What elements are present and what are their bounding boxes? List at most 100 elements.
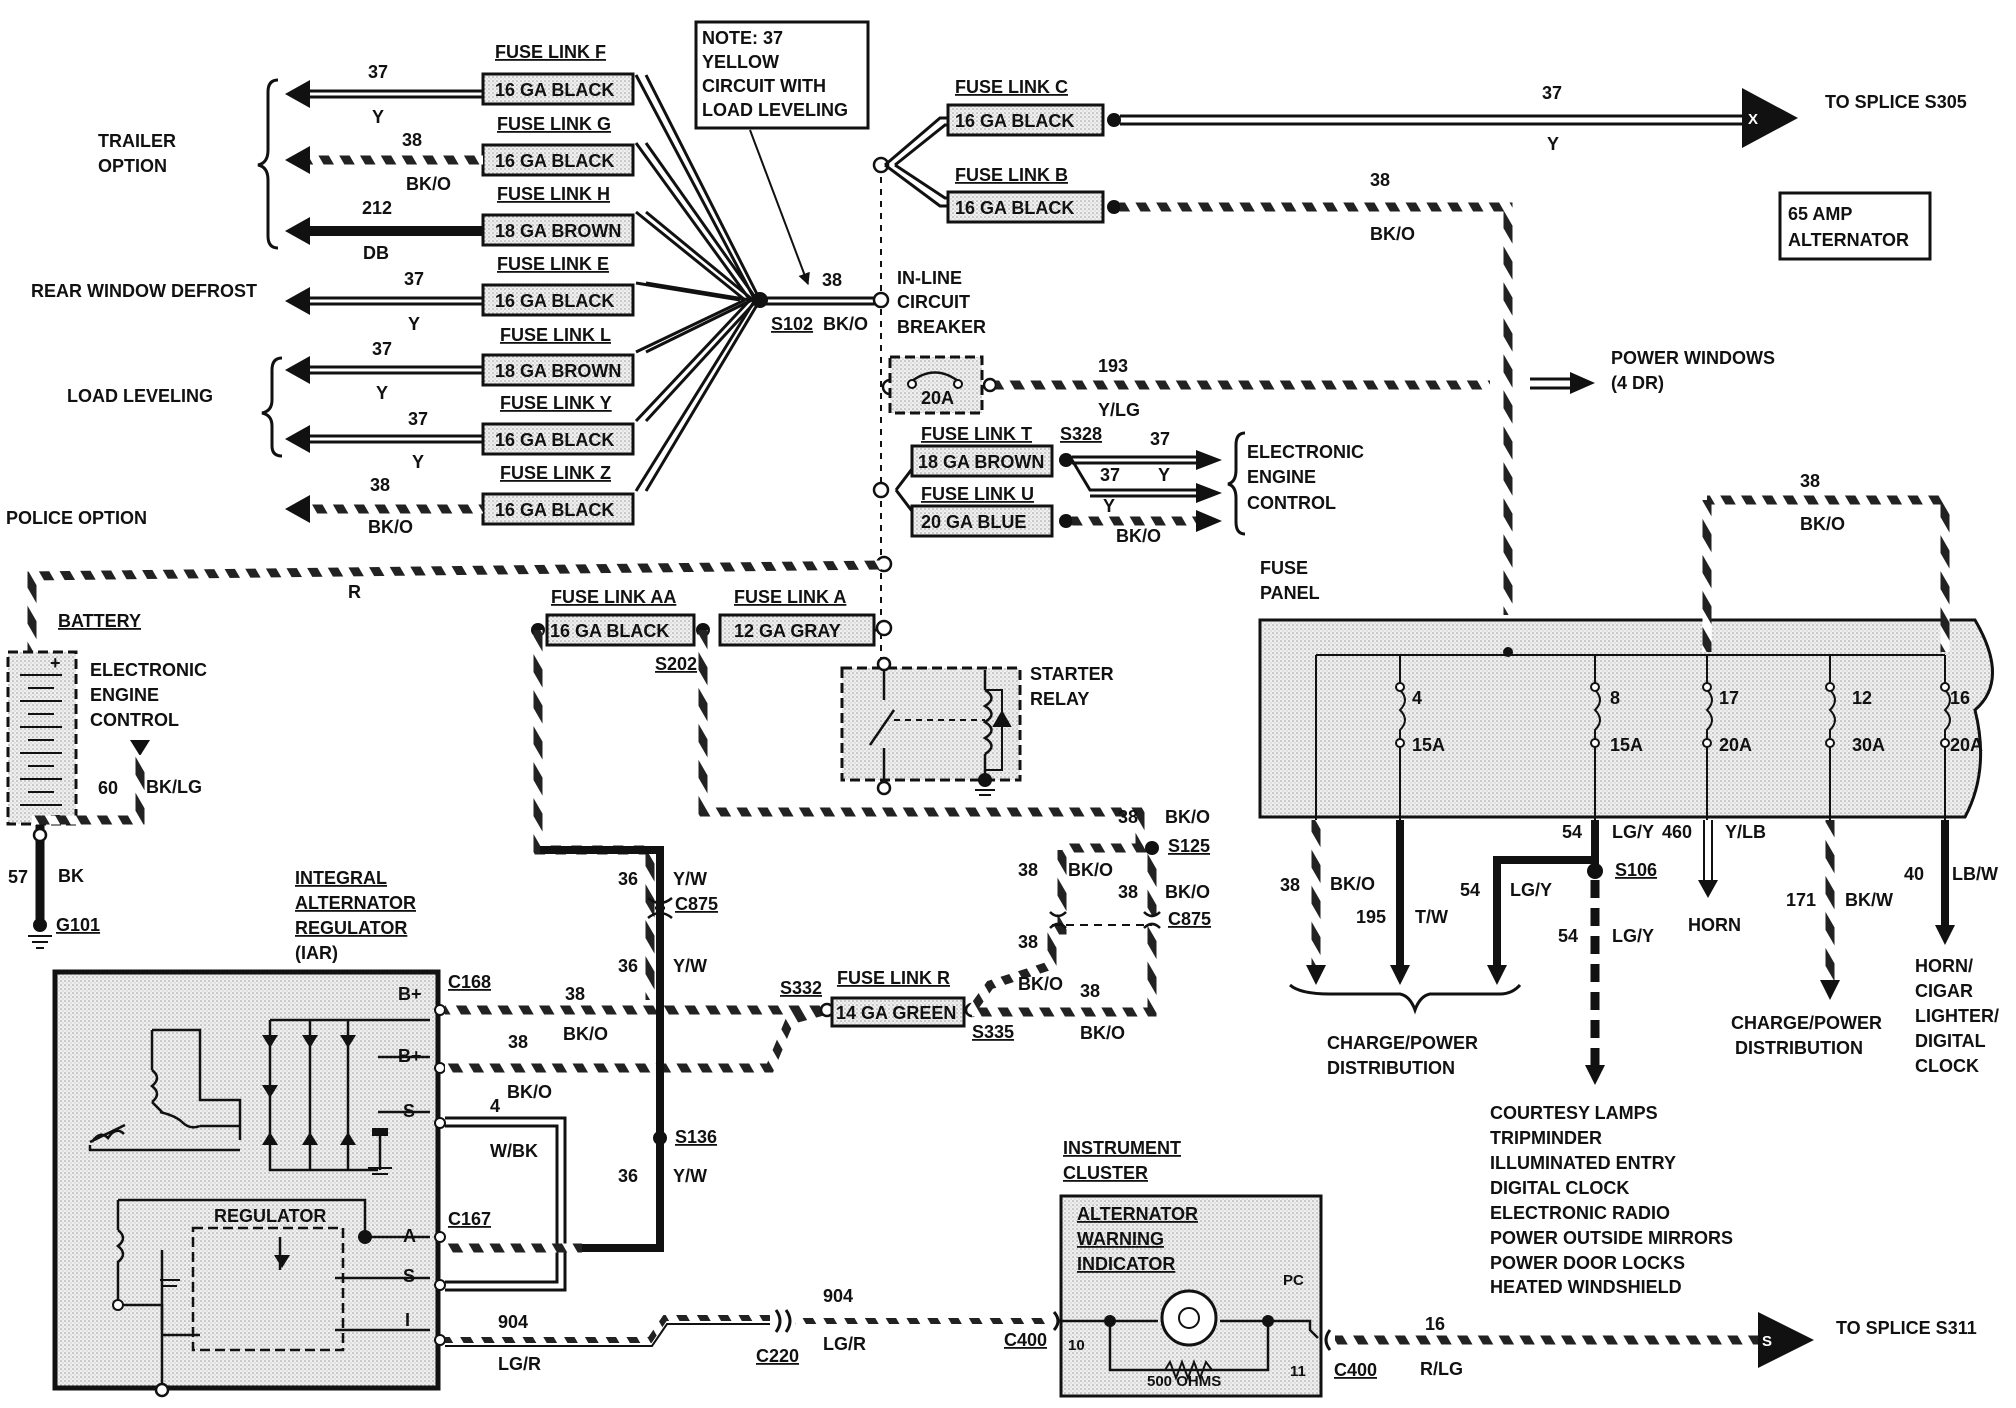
out-c54-b: 54 (1460, 880, 1480, 900)
mid-bko-a: BK/O (1068, 860, 1113, 880)
fuse-link-l: FUSE LINK L 18 GA BROWN 37 Y (285, 325, 635, 403)
c875-label: C875 (675, 894, 718, 914)
iar-bplus-circuit: 38 (565, 984, 585, 1004)
iar-pin-bplus-2: B+ (398, 1046, 422, 1066)
fuse-link-u-name: FUSE LINK U (921, 484, 1034, 504)
fuse-link-e: FUSE LINK E 16 GA BLACK 37 Y (285, 254, 635, 334)
fuse-17-amp: 20A (1719, 735, 1752, 755)
c220-label: C220 (756, 1346, 799, 1366)
fuse-link-c-b: FUSE LINK C 16 GA BLACK X 37 Y TO SPLICE… (884, 77, 1967, 615)
harness-fan (634, 74, 762, 492)
iar-pin-bplus-1: B+ (398, 984, 422, 1004)
battery-c60: 60 (98, 778, 118, 798)
pin-10-label: 10 (1068, 1337, 1085, 1354)
c36-bot: 36 (618, 1166, 638, 1186)
indicator-line-2: WARNING (1077, 1229, 1164, 1249)
mid-bko-c: BK/O (1018, 974, 1063, 994)
eec-y-a: Y (1158, 465, 1170, 485)
eec-fuse-links: FUSE LINK T 18 GA BROWN S328 37 37 Y FUS… (894, 424, 1364, 546)
s125-color: BK/O (1165, 807, 1210, 827)
load-leveling-brace (261, 356, 283, 458)
battery-wire-color: R (348, 582, 361, 602)
iar-bplus-color: BK/O (563, 1024, 608, 1044)
out-c460: 460 (1662, 822, 1692, 842)
fuse-link-r-gauge: 14 GA GREEN (836, 1003, 956, 1023)
horn-lighter-1: HORN/ (1915, 956, 1973, 976)
fuse-link-g: FUSE LINK G 16 GA BLACK 38 BK/O (285, 114, 635, 194)
cluster-rlg: R/LG (1420, 1359, 1463, 1379)
courtesy-7: POWER DOOR LOCKS (1490, 1253, 1685, 1273)
fuse-link-f: FUSE LINK F 16 GA BLACK 37 Y (285, 42, 635, 127)
eec-label-1: ELECTRONIC (1247, 442, 1364, 462)
cluster-title-2: CLUSTER (1063, 1163, 1148, 1183)
fuse-link-y-color: Y (412, 452, 424, 472)
s106-label: S106 (1615, 860, 1657, 880)
iar-pin-s-2: S (403, 1266, 415, 1286)
s-marker: S (1762, 1333, 1772, 1350)
panel-top-color: BK/O (1800, 514, 1845, 534)
fuse-link-y-gauge: 16 GA BLACK (495, 430, 614, 450)
breaker-color: Y/LG (1098, 400, 1140, 420)
fuse-link-z-color: BK/O (368, 517, 413, 537)
fuse-link-z-circuit: 38 (370, 475, 390, 495)
fuse-12-num: 12 (1852, 688, 1872, 708)
cluster-c16: 16 (1425, 1314, 1445, 1334)
courtesy-5: ELECTRONIC RADIO (1490, 1203, 1670, 1223)
iar-904-color: LG/R (498, 1354, 541, 1374)
fuse-link-f-name: FUSE LINK F (495, 42, 606, 62)
cluster-904-color: LG/R (823, 1334, 866, 1354)
horn-lighter-2: CIGAR (1915, 981, 1973, 1001)
fuse-link-c-name: FUSE LINK C (955, 77, 1068, 97)
rail-nodes (872, 156, 899, 637)
out-c54-a: 54 (1562, 822, 1582, 842)
battery (6, 650, 78, 826)
cluster-904-circuit: 904 (823, 1286, 853, 1306)
battery-plus: + (50, 653, 61, 673)
fuse-link-b-name: FUSE LINK B (955, 165, 1068, 185)
courtesy-1: COURTESY LAMPS (1490, 1103, 1658, 1123)
out-c40: 40 (1904, 864, 1924, 884)
fuse-link-c-gauge: 16 GA BLACK (955, 111, 1074, 131)
dist2-line-1: CHARGE/POWER (1731, 1013, 1882, 1033)
eec-circuit-37a: 37 (1150, 429, 1170, 449)
alternator-rating-line-1: 65 AMP (1788, 204, 1852, 224)
iar-title-4: (IAR) (295, 943, 338, 963)
warning-lamp (1160, 1289, 1218, 1347)
trailer-brace (257, 78, 279, 250)
courtesy-2: TRIPMINDER (1490, 1128, 1602, 1148)
out-lbw: LB/W (1952, 864, 1998, 884)
breaker-label-1: IN-LINE (897, 268, 962, 288)
fuse-link-a-gauge: 12 GA GRAY (734, 621, 841, 641)
fuse-link-b-color: BK/O (1370, 224, 1415, 244)
s102-circuit: 38 (822, 270, 842, 290)
starter-relay (840, 666, 1022, 782)
eec-circuit-37b: 37 (1100, 465, 1120, 485)
load-leveling-label: LOAD LEVELING (67, 386, 213, 406)
fuse-link-l-circuit: 37 (372, 339, 392, 359)
horn-lighter-3: LIGHTER/ (1915, 1006, 1999, 1026)
mid-bko-d: BK/O (1080, 1023, 1125, 1043)
power-windows-label-2: (4 DR) (1611, 373, 1664, 393)
note-line-2: YELLOW (702, 52, 779, 72)
note-line-4: LOAD LEVELING (702, 100, 848, 120)
s102-label: S102 (771, 314, 813, 334)
s102-color: BK/O (823, 314, 868, 334)
s102-wire: 38 S102 BK/O (760, 270, 880, 334)
fuse-link-e-color: Y (408, 314, 420, 334)
cluster-c400-right: C400 (1334, 1360, 1377, 1380)
iar-pin-a: A (403, 1226, 416, 1246)
mid-bko-b: BK/O (1165, 882, 1210, 902)
c400-left: C400 (1004, 1330, 1047, 1350)
s136-label: S136 (675, 1127, 717, 1147)
yw-mid: Y/W (673, 956, 707, 976)
eec-label-3: CONTROL (1247, 493, 1336, 513)
fuse-link-u-gauge: 20 GA BLUE (921, 512, 1026, 532)
fuse-link-h-circuit: 212 (362, 198, 392, 218)
iar-title-1: INTEGRAL (295, 868, 387, 888)
fuse-8-amp: 15A (1610, 735, 1643, 755)
fuse-panel-label-2: PANEL (1260, 583, 1320, 603)
iar-title-3: REGULATOR (295, 918, 407, 938)
battery-label: BATTERY (58, 611, 141, 631)
iar-904-circuit: 904 (498, 1312, 528, 1332)
dist1-line-1: CHARGE/POWER (1327, 1033, 1478, 1053)
